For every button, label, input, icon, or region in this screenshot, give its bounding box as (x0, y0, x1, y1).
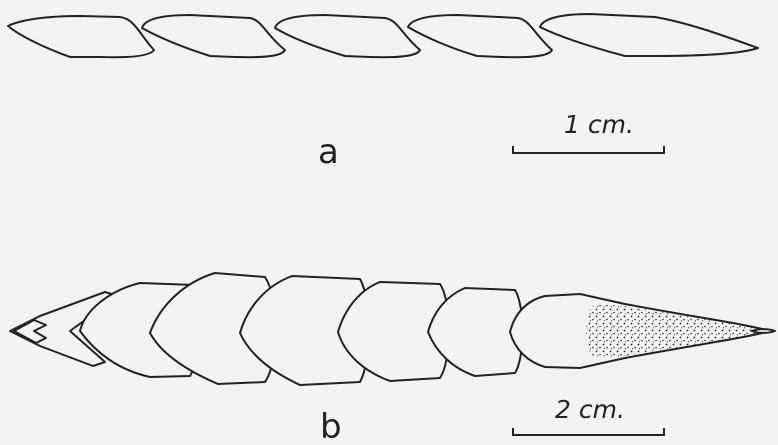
scale-a-3 (275, 15, 420, 57)
panel-a (8, 14, 758, 57)
scale-bar-b (513, 428, 664, 435)
panel-a-label: a (318, 132, 339, 172)
scale-a-4 (408, 15, 552, 57)
scale-bar-a (513, 146, 664, 153)
panel-b (10, 273, 775, 385)
scale-a-5 (540, 14, 758, 56)
panel-b-label: b (320, 407, 342, 445)
scale-bar-b-label: 2 cm. (555, 395, 625, 424)
tip-end (752, 329, 775, 333)
scale-a-2 (142, 15, 285, 57)
scale-bar-a-label: 1 cm. (564, 110, 634, 139)
scale-a-1 (8, 16, 154, 57)
